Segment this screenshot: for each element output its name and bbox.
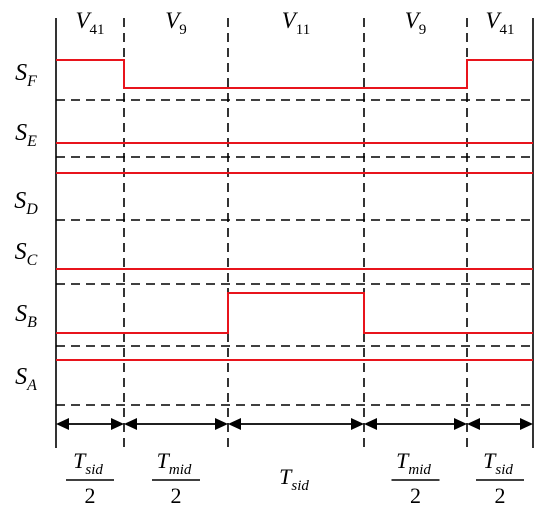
duration-label: Tsid: [279, 464, 309, 494]
vector-label: V41: [75, 8, 104, 38]
arrowhead-left: [124, 418, 137, 430]
duration-numerator: Tmid: [157, 448, 192, 478]
signal-waveform-f: [56, 59, 533, 89]
duration-numerator: Tsid: [73, 448, 103, 478]
arrowhead-left: [364, 418, 377, 430]
duration-denominator: 2: [410, 483, 421, 508]
vector-label: V9: [165, 8, 187, 38]
signal-label-e: SE: [15, 120, 37, 150]
arrowhead-left: [228, 418, 241, 430]
signal-label-d: SD: [14, 188, 38, 218]
signal-waveforms: [56, 59, 533, 361]
duration-numerator: Tmid: [396, 448, 431, 478]
baseline-dashes: [56, 99, 533, 406]
duration-denominator: 2: [171, 483, 182, 508]
arrowhead-right: [111, 418, 124, 430]
duration-denominator: 2: [85, 483, 96, 508]
arrowhead-left: [467, 418, 480, 430]
duration-arrows: [56, 418, 533, 430]
signal-label-f: SF: [15, 60, 37, 90]
arrowhead-right: [351, 418, 364, 430]
vector-label: V41: [485, 8, 514, 38]
vector-label: V11: [282, 8, 311, 38]
signal-label-c: SC: [15, 239, 38, 269]
arrowhead-left: [56, 418, 69, 430]
arrowhead-right: [520, 418, 533, 430]
arrowhead-right: [454, 418, 467, 430]
signal-label-b: SB: [15, 301, 37, 331]
signal-label-a: SA: [15, 364, 37, 394]
duration-numerator: Tsid: [483, 448, 513, 478]
vector-label: V9: [405, 8, 427, 38]
signal-waveform-b: [56, 292, 533, 334]
interval-boundaries: [55, 18, 534, 448]
duration-denominator: 2: [495, 483, 506, 508]
arrowhead-right: [215, 418, 228, 430]
